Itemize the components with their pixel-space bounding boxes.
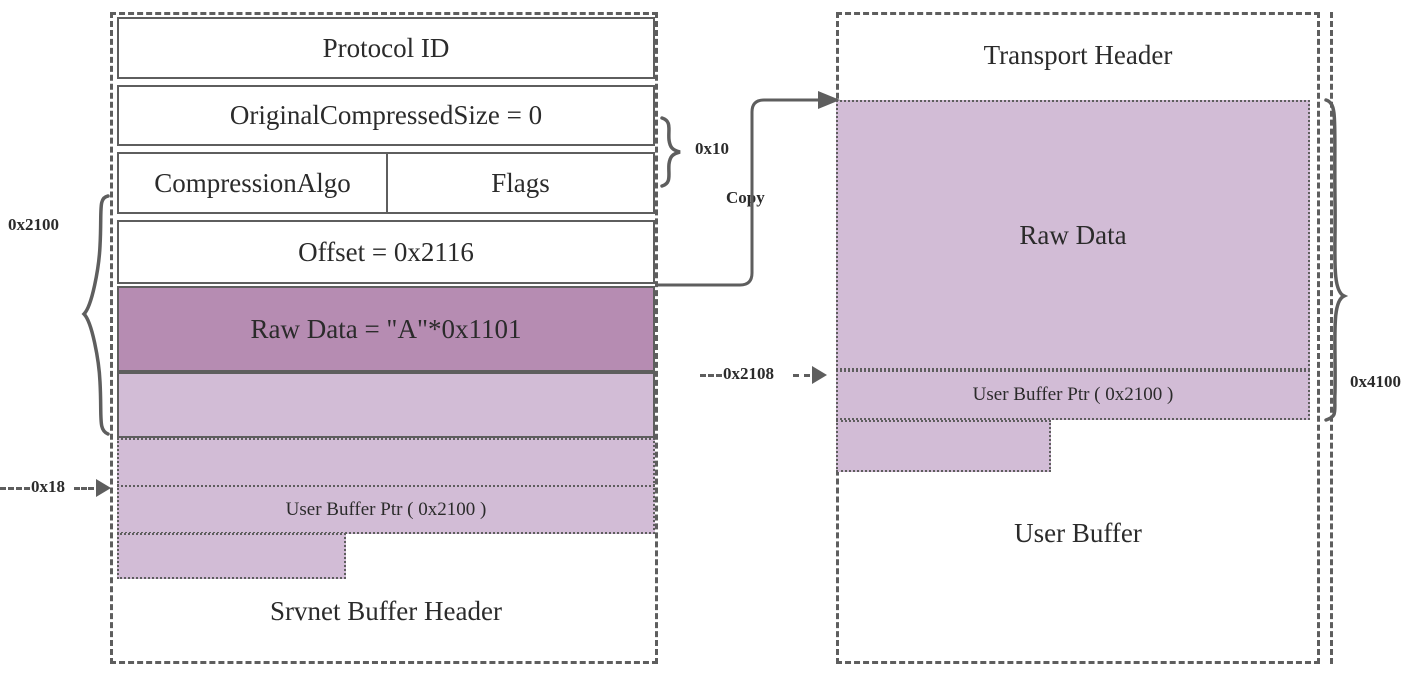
- right-offset-arrow-line2: [793, 374, 810, 377]
- cell-flags-label: Flags: [491, 167, 550, 198]
- right-brace-label-0x4100: 0x4100: [1350, 372, 1401, 391]
- cell-compression-algo-label: CompressionAlgo: [154, 167, 351, 198]
- row-offset-label: Offset = 0x2116: [298, 236, 474, 267]
- middle-brace-label-0x10: 0x10: [695, 139, 729, 158]
- srvnet-buffer-header-label: Srvnet Buffer Header: [270, 596, 502, 626]
- user-buffer-container-outer-rail: [1330, 12, 1333, 664]
- user-buffer-label: User Buffer: [1014, 518, 1142, 548]
- left-offset-arrowhead: [96, 479, 111, 497]
- row-protocol-id: Protocol ID: [117, 17, 655, 79]
- brace-0x10: [660, 116, 681, 188]
- row-original-compressed-size-label: OriginalCompressedSize = 0: [229, 100, 543, 130]
- left-user-buffer-region-tail: [117, 533, 346, 579]
- left-user-buffer-region-top: [117, 438, 655, 486]
- right-offset-arrowhead: [812, 366, 827, 384]
- left-offset-arrow-line2: [74, 487, 94, 490]
- copy-label: Copy: [726, 188, 765, 207]
- left-user-buffer-remainder-solid: [117, 372, 655, 438]
- left-raw-data-block: Raw Data = "A"*0x1101: [117, 286, 655, 372]
- left-user-buffer-ptr-block: User Buffer Ptr ( 0x2100 ): [117, 485, 655, 534]
- cell-flags: Flags: [388, 154, 653, 212]
- right-raw-data-block: Raw Data: [836, 100, 1310, 370]
- left-offset-arrow-label: 0x18: [31, 477, 65, 496]
- right-raw-data-label: Raw Data: [1019, 219, 1127, 250]
- right-offset-arrow-label: 0x2108: [723, 364, 774, 383]
- transport-header-label: Transport Header: [983, 40, 1173, 70]
- cell-compression-algo: CompressionAlgo: [119, 154, 388, 212]
- row-compression-algo-flags: CompressionAlgo Flags: [117, 152, 655, 214]
- left-raw-data-label: Raw Data = "A"*0x1101: [250, 313, 522, 344]
- brace-0x2100: [81, 194, 110, 436]
- left-offset-arrow-line: [0, 487, 30, 490]
- right-user-buffer-ptr-label: User Buffer Ptr ( 0x2100 ): [972, 384, 1174, 405]
- right-user-buffer-ptr-block: User Buffer Ptr ( 0x2100 ): [836, 370, 1310, 420]
- row-protocol-id-label: Protocol ID: [322, 32, 450, 63]
- right-user-buffer-region-tail: [836, 420, 1051, 472]
- left-brace-label-0x2100: 0x2100: [8, 215, 59, 234]
- right-offset-arrow-line: [700, 374, 722, 377]
- srvnet-buffer-header-container: [110, 12, 658, 664]
- row-original-compressed-size: OriginalCompressedSize = 0: [117, 85, 655, 146]
- row-offset: Offset = 0x2116: [117, 220, 655, 284]
- brace-0x4100: [1324, 98, 1349, 422]
- left-user-buffer-ptr-label: User Buffer Ptr ( 0x2100 ): [285, 498, 487, 520]
